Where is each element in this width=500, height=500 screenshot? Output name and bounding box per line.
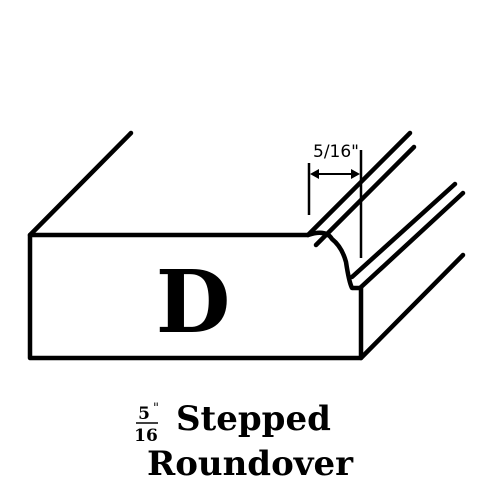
caption-fraction-numerator: 5 xyxy=(138,404,150,424)
dimension-label: 5/16" xyxy=(313,142,359,162)
step-edge-upper-2 xyxy=(313,144,417,248)
profile-letter: D xyxy=(156,252,231,353)
dimension-arrowhead-right xyxy=(351,169,360,179)
caption-line2: Roundover xyxy=(147,444,354,484)
caption-fraction-denominator: 16 xyxy=(134,426,158,446)
caption-fraction-inch-mark: " xyxy=(153,401,159,416)
step-edge-lower-2 xyxy=(357,190,466,291)
block-top-left-edge xyxy=(27,130,134,238)
block-bottom-right-edge xyxy=(358,252,466,361)
step-edge-upper-1 xyxy=(305,130,413,238)
dimension-arrowhead-left xyxy=(310,169,319,179)
caption-line1: Stepped xyxy=(176,399,331,439)
block-front-outline xyxy=(27,230,364,361)
step-edge-lower-1 xyxy=(349,181,458,280)
